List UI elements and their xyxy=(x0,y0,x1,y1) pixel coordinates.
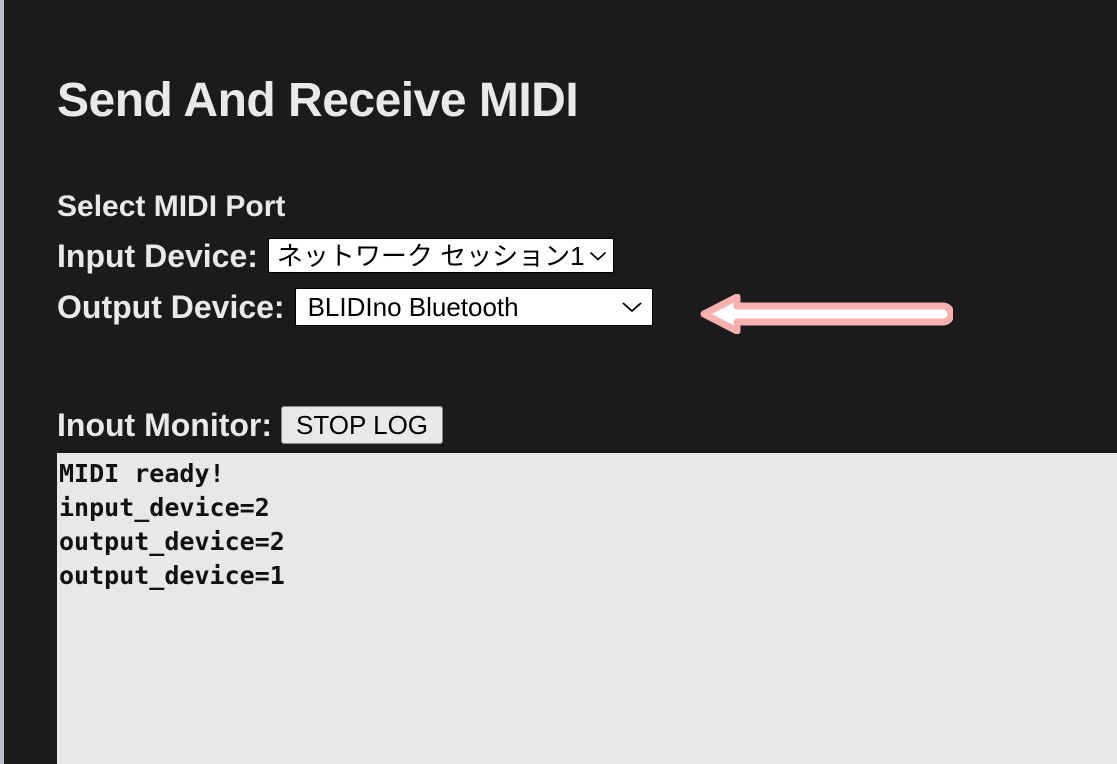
log-output-panel[interactable]: MIDI ready! input_device=2 output_device… xyxy=(57,453,1117,764)
log-line: MIDI ready! xyxy=(59,459,225,488)
input-device-row: Input Device: ネットワーク セッション1 xyxy=(57,238,614,273)
output-device-row: Output Device: BLIDIno Bluetooth xyxy=(57,288,653,326)
inout-monitor-row: Inout Monitor: STOP LOG xyxy=(57,406,444,444)
log-line: output_device=1 xyxy=(59,561,285,590)
page-title: Send And Receive MIDI xyxy=(57,74,579,127)
input-device-label: Input Device: xyxy=(57,237,258,274)
input-device-select[interactable]: ネットワーク セッション1 xyxy=(267,238,614,273)
log-line: input_device=2 xyxy=(59,493,270,522)
chevron-down-icon xyxy=(587,239,609,272)
arrow-left-icon xyxy=(697,294,953,334)
chevron-down-icon xyxy=(618,289,646,325)
output-device-label: Output Device: xyxy=(57,289,285,325)
output-device-select[interactable]: BLIDIno Bluetooth xyxy=(294,288,653,326)
output-device-selected-value: BLIDIno Bluetooth xyxy=(307,294,519,320)
window-left-edge xyxy=(0,0,4,764)
section-heading-select-midi-port: Select MIDI Port xyxy=(57,190,286,223)
input-device-selected-value: ネットワーク セッション1 xyxy=(276,242,585,269)
inout-monitor-label: Inout Monitor: xyxy=(57,407,273,443)
log-line: output_device=2 xyxy=(59,527,285,556)
stop-log-button[interactable]: STOP LOG xyxy=(281,406,444,444)
